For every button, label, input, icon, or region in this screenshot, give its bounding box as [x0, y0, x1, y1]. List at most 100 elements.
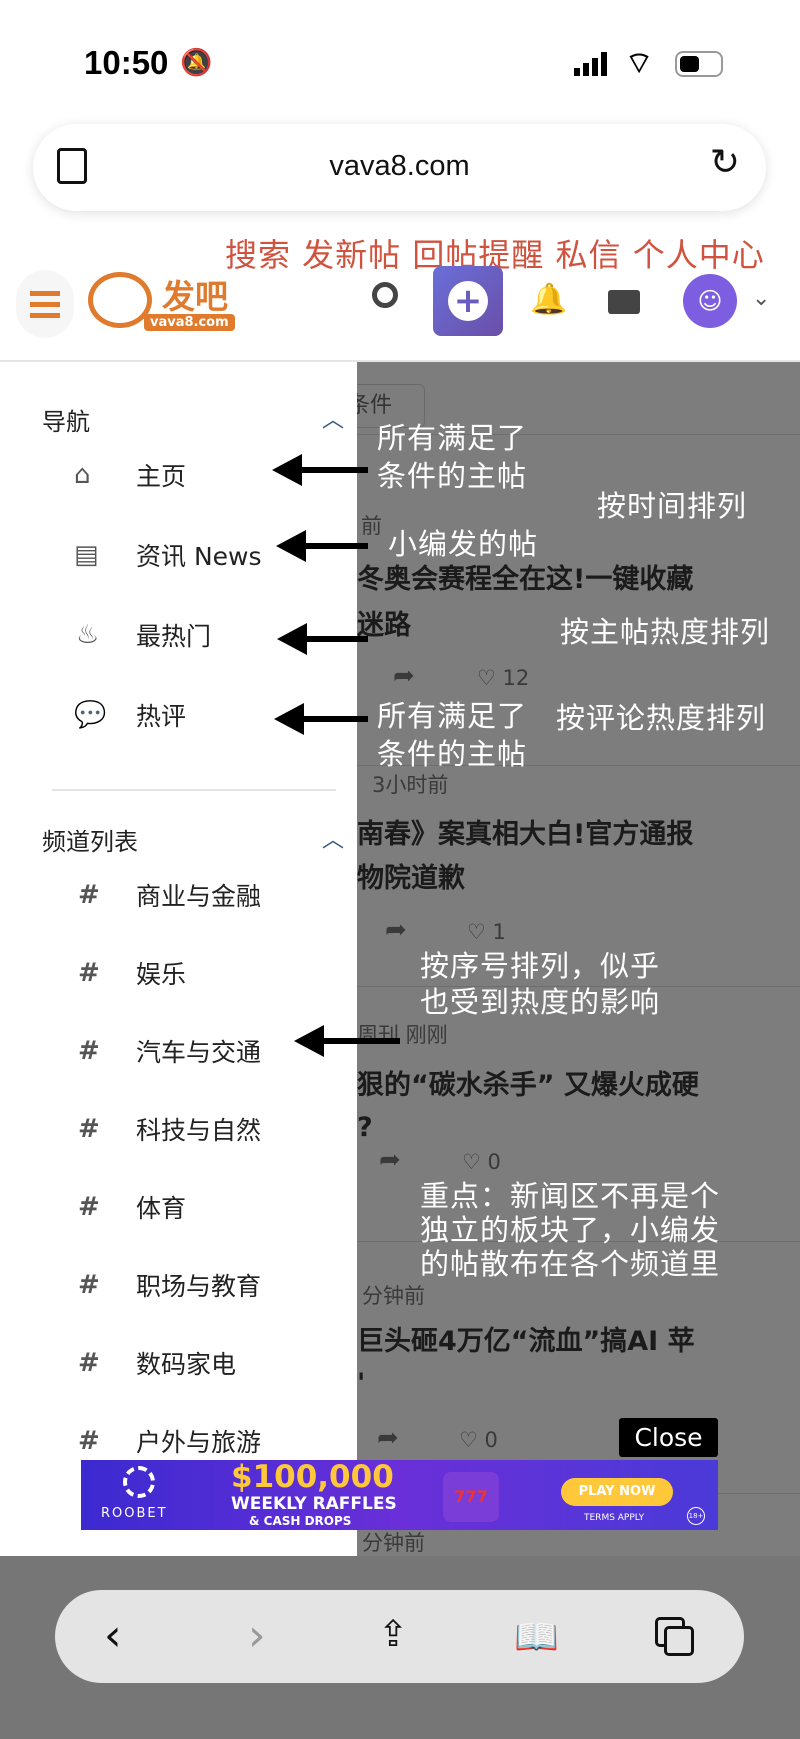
share-icon[interactable]: ➦ — [385, 915, 407, 945]
sidebar-item-label: 职场与教育 — [136, 1272, 262, 1301]
sidebar-item-channel[interactable]: #商业与金融 — [74, 880, 314, 916]
share-icon[interactable]: ➦ — [377, 1423, 399, 1453]
sidebar-item-channel[interactable]: # 职场与教育 — [74, 1270, 314, 1306]
hash-icon: # — [78, 1192, 100, 1222]
post-title-cont[interactable]: ' — [357, 1368, 366, 1399]
post-title[interactable]: 狠的“碳水杀手” 又爆火成硬 — [357, 1070, 699, 1101]
share-icon[interactable]: ➦ — [379, 1145, 401, 1175]
heart-icon: ♡ — [467, 920, 486, 944]
likes: 1 — [492, 920, 506, 944]
post-title[interactable]: 南春》案真相大白!官方通报 — [357, 819, 694, 850]
post-time: 分钟前 — [362, 1284, 425, 1308]
sidebar-item-channel[interactable]: # 户外与旅游 — [74, 1426, 314, 1462]
post-title[interactable]: 巨头砸4万亿“流血”搞AI 苹 — [357, 1326, 695, 1357]
reload-icon[interactable]: ↻ — [709, 142, 740, 183]
sidebar-item-label: 主页 — [136, 462, 187, 491]
post-title[interactable]: 冬奥会赛程全在这!一键收藏 — [357, 564, 694, 595]
post-time: 分钟前 — [362, 1531, 425, 1555]
wifi-icon: ⌔ — [625, 46, 654, 81]
avatar[interactable]: ☺ — [683, 274, 737, 328]
heart-icon: ♡ — [477, 666, 496, 690]
post-title-cont[interactable]: ? — [357, 1112, 373, 1143]
annotation: 条件的主帖 — [377, 737, 528, 771]
sidebar-item-label: 最热门 — [136, 622, 212, 651]
divider — [357, 434, 800, 435]
sidebar-item-channel[interactable]: #体育 — [74, 1192, 314, 1228]
likes: 0 — [484, 1428, 498, 1452]
hash-icon: # — [78, 1426, 100, 1456]
like-count[interactable]: ♡ 0 — [462, 1150, 501, 1174]
sidebar-item-channel[interactable]: #科技与自然 — [74, 1114, 314, 1150]
silent-bell-icon: 🔕 — [180, 48, 213, 78]
site-logo[interactable]: 发吧 vava8.com — [86, 270, 246, 336]
share-icon[interactable]: ⇪ — [378, 1614, 409, 1655]
post-feed: 条件 前 冬奥会赛程全在这!一键收藏 迷路 ➦ ♡ 12 3小时前 南春》案真相… — [357, 362, 800, 1556]
post-title-cont[interactable]: 物院道歉 — [357, 863, 465, 894]
post-time: 前 — [361, 514, 382, 538]
ad-terms: TERMS APPLY — [584, 1513, 645, 1523]
channels-section-title[interactable]: 频道列表 — [42, 828, 138, 856]
menu-button[interactable] — [16, 270, 74, 338]
ad-logo-icon — [123, 1466, 155, 1498]
chevron-down-icon[interactable]: ⌄ — [752, 286, 771, 311]
hash-icon: # — [78, 1270, 100, 1300]
sidebar-item-home[interactable]: ⌂ 主页 — [74, 460, 294, 500]
sidebar-item-hottest[interactable]: ♨ 最热门 — [74, 620, 294, 660]
annotation: 也受到热度的影响 — [420, 985, 661, 1019]
signal-icon — [574, 52, 608, 76]
url-text[interactable]: vava8.com — [329, 150, 470, 182]
arrow-left-icon — [276, 530, 368, 562]
ad-play-now-button[interactable]: PLAY NOW — [561, 1478, 673, 1506]
annotation: 的帖散布在各个频道里 — [420, 1247, 721, 1281]
mail-icon[interactable] — [608, 290, 640, 314]
arrow-left-icon — [277, 623, 368, 655]
reader-icon[interactable] — [57, 148, 87, 184]
close-ad-button[interactable]: Close — [619, 1418, 718, 1457]
like-count[interactable]: ♡ 12 — [477, 666, 529, 690]
address-bar[interactable]: vava8.com ↻ — [33, 124, 766, 211]
ad-line1: WEEKLY RAFFLES — [231, 1494, 397, 1514]
annotation: 按序号排列，似乎 — [420, 949, 661, 983]
annotation: 按时间排列 — [597, 489, 748, 523]
search-icon[interactable] — [372, 282, 398, 308]
like-count[interactable]: ♡ 1 — [467, 920, 506, 944]
annotation: 所有满足了 — [377, 421, 528, 455]
slot-machine-icon: 777 — [443, 1472, 499, 1522]
sidebar-item-hot-comments[interactable]: 💬 热评 — [74, 700, 294, 740]
annotation: 按主帖热度排列 — [560, 615, 771, 649]
bookmarks-icon[interactable]: 📖 — [514, 1617, 559, 1658]
sidebar-item-news[interactable]: ▤ 资讯 News — [74, 540, 294, 580]
arrow-left-icon — [274, 703, 368, 735]
ad-banner[interactable]: ROOBET $100,000 WEEKLY RAFFLES & CASH DR… — [81, 1460, 718, 1530]
annotation: 小编发的帖 — [388, 527, 539, 561]
chevron-up-icon[interactable]: ︿ — [322, 408, 345, 433]
sidebar-item-label: 汽车与交通 — [136, 1038, 262, 1067]
ad-brand: ROOBET — [101, 1506, 168, 1521]
annotation: 独立的板块了，小编发 — [420, 1213, 721, 1247]
toolbar-pill — [55, 1590, 744, 1683]
filter-button[interactable]: 条件 — [357, 384, 425, 428]
sidebar-item-label: 数码家电 — [136, 1350, 237, 1379]
tabs-icon[interactable] — [655, 1617, 695, 1657]
comment-icon: 💬 — [74, 700, 107, 730]
logo-text: 发吧 — [162, 277, 228, 316]
back-icon[interactable]: ‹ — [104, 1610, 122, 1661]
like-count[interactable]: ♡ 0 — [459, 1428, 498, 1452]
sidebar-item-channel[interactable]: #娱乐 — [74, 958, 314, 994]
chevron-up-icon[interactable]: ︿ — [322, 828, 345, 853]
annotation: 所有满足了 — [377, 699, 528, 733]
likes: 0 — [487, 1150, 501, 1174]
post-title-cont[interactable]: 迷路 — [357, 610, 411, 641]
forward-icon[interactable]: › — [248, 1610, 266, 1661]
sidebar-item-channel[interactable]: #数码家电 — [74, 1348, 314, 1384]
sidebar-item-channel[interactable]: #汽车与交通 — [74, 1036, 314, 1072]
heart-icon: ♡ — [459, 1428, 478, 1452]
new-post-button[interactable]: + — [433, 266, 503, 336]
sidebar-item-label: 户外与旅游 — [136, 1428, 262, 1457]
post-time: 3小时前 — [372, 773, 449, 797]
notification-bell-icon[interactable]: 🔔 — [530, 282, 568, 317]
share-icon[interactable]: ➦ — [393, 661, 415, 691]
nav-section-title[interactable]: 导航 — [42, 408, 90, 436]
heart-icon: ♡ — [462, 1150, 481, 1174]
side-drawer: 导航 ︿ ⌂ 主页 ▤ 资讯 News ♨ 最热门 💬 热评 频道列表 ︿ #商… — [0, 362, 357, 1556]
